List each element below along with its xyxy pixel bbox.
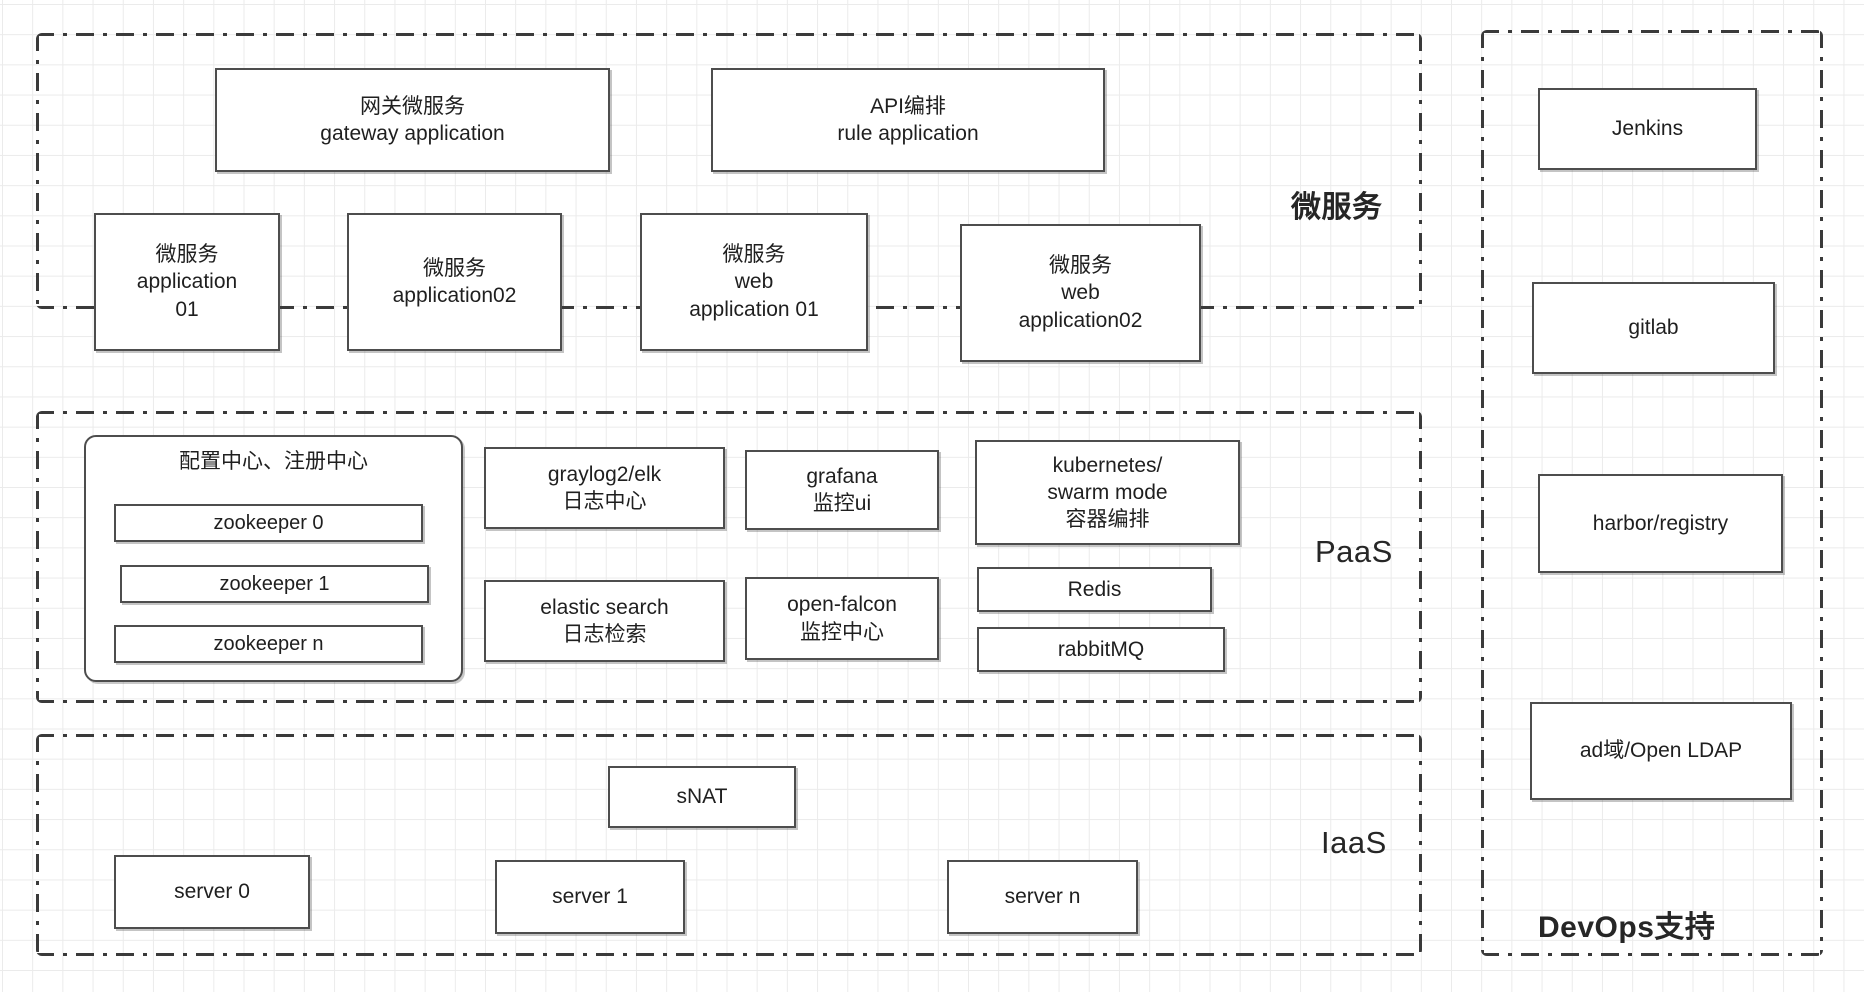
node-rabbitmq[interactable]: rabbitMQ xyxy=(977,627,1225,672)
zone-paas-label: PaaS xyxy=(1315,534,1393,569)
zone-devops-label: DevOps支持 xyxy=(1538,911,1716,944)
node-redis[interactable]: Redis xyxy=(977,567,1212,612)
node-kubernetes-swarm-mode[interactable]: kubernetes/ swarm mode 容器编排 xyxy=(975,440,1240,545)
node-server-0[interactable]: server 0 xyxy=(114,855,310,929)
node-zookeeper-1[interactable]: zookeeper 1 xyxy=(120,565,429,603)
node-elastic-search[interactable]: elastic search 日志检索 xyxy=(484,580,725,662)
node-zookeeper-0[interactable]: zookeeper 0 xyxy=(114,504,423,542)
group-config-registry-center-label: 配置中心、注册中心 xyxy=(179,450,368,473)
node-gateway-application[interactable]: 网关微服务 gateway application xyxy=(215,68,610,172)
node-snat[interactable]: sNAT xyxy=(608,766,796,828)
node-microservice-web-application-02[interactable]: 微服务 web application02 xyxy=(960,224,1201,362)
node-graylog2-elk[interactable]: graylog2/elk 日志中心 xyxy=(484,447,725,529)
node-jenkins[interactable]: Jenkins xyxy=(1538,88,1757,170)
node-microservice-application-02[interactable]: 微服务 application02 xyxy=(347,213,562,351)
zone-iaas-label: IaaS xyxy=(1321,825,1387,860)
node-server-n[interactable]: server n xyxy=(947,860,1138,934)
node-ad-open-ldap[interactable]: ad域/Open LDAP xyxy=(1530,702,1792,800)
node-server-1[interactable]: server 1 xyxy=(495,860,685,934)
node-open-falcon[interactable]: open-falcon 监控中心 xyxy=(745,577,939,660)
node-zookeeper-n[interactable]: zookeeper n xyxy=(114,625,423,663)
node-grafana[interactable]: grafana 监控ui xyxy=(745,450,939,530)
zone-microservice-label: 微服务 xyxy=(1291,191,1383,224)
node-rule-application[interactable]: API编排 rule application xyxy=(711,68,1105,172)
node-harbor-registry[interactable]: harbor/registry xyxy=(1538,474,1783,573)
node-gitlab[interactable]: gitlab xyxy=(1532,282,1775,374)
node-microservice-application-01[interactable]: 微服务 application 01 xyxy=(94,213,280,351)
node-microservice-web-application-01[interactable]: 微服务 web application 01 xyxy=(640,213,868,351)
